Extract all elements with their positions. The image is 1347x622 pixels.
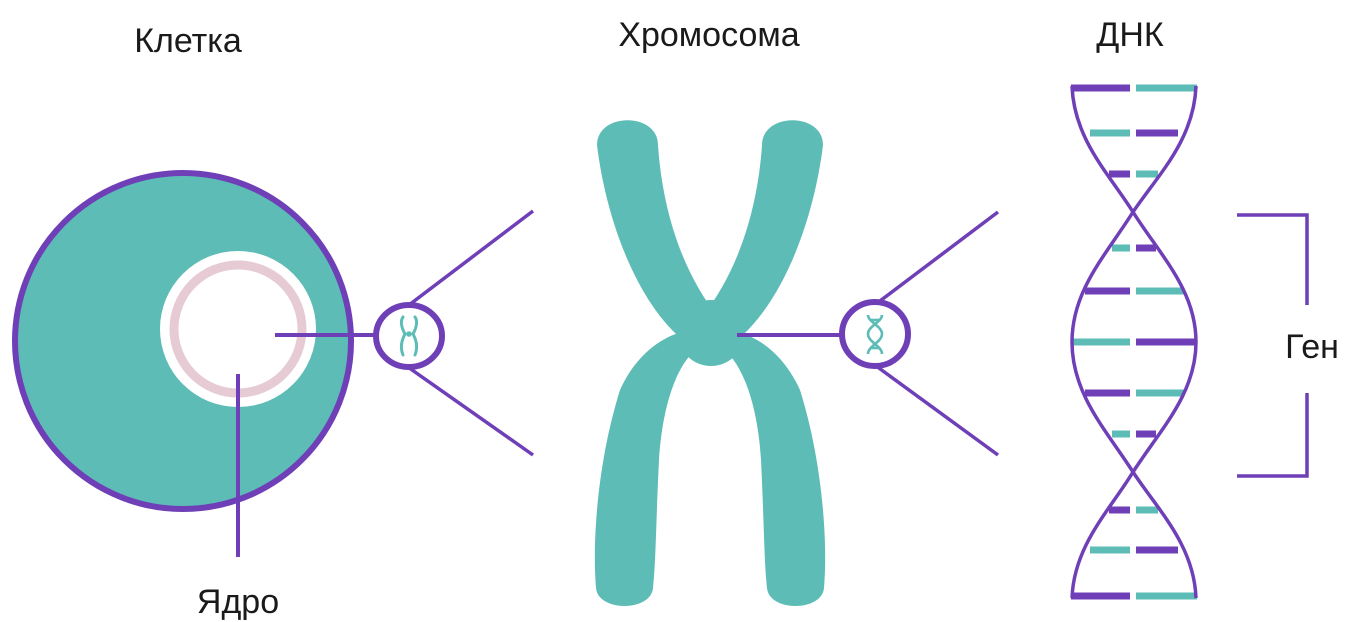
chromosome-lower-left-arm xyxy=(594,329,708,606)
zoom-ray-top xyxy=(403,209,535,310)
zoom-ray-bottom xyxy=(403,363,535,457)
mini-helix-icon xyxy=(866,314,884,355)
dna-title: ДНК xyxy=(1096,16,1164,54)
centromere xyxy=(678,300,744,366)
cell xyxy=(12,170,376,557)
gene-label: Ген xyxy=(1285,328,1339,366)
chromosome-title: Хромосома xyxy=(618,16,799,54)
chromosome-upper-right-arm xyxy=(701,120,823,352)
backbone-strand-a xyxy=(1070,85,1198,599)
zoom-ray-bottom xyxy=(870,361,1000,457)
zoom-ray-top xyxy=(870,210,1000,309)
zoom-circle xyxy=(839,299,911,369)
chromosome xyxy=(594,120,843,606)
nucleus xyxy=(169,260,307,398)
gene-bracket xyxy=(1237,213,1309,478)
dna-helix xyxy=(1070,84,1198,600)
backbone-strand-b xyxy=(1070,85,1198,599)
chromosome-upper-left-arm xyxy=(597,120,719,352)
mini-chromosome-icon xyxy=(399,315,419,357)
chromosome-lower-right-arm xyxy=(712,329,826,606)
base-pairs xyxy=(1071,84,1197,600)
nucleus-label: Ядро xyxy=(197,583,279,621)
cell-title: Клетка xyxy=(134,22,242,60)
zoom-callout-chromosome xyxy=(373,209,535,457)
zoom-callout-dna xyxy=(839,210,1000,457)
backbone-strands xyxy=(1070,85,1198,599)
